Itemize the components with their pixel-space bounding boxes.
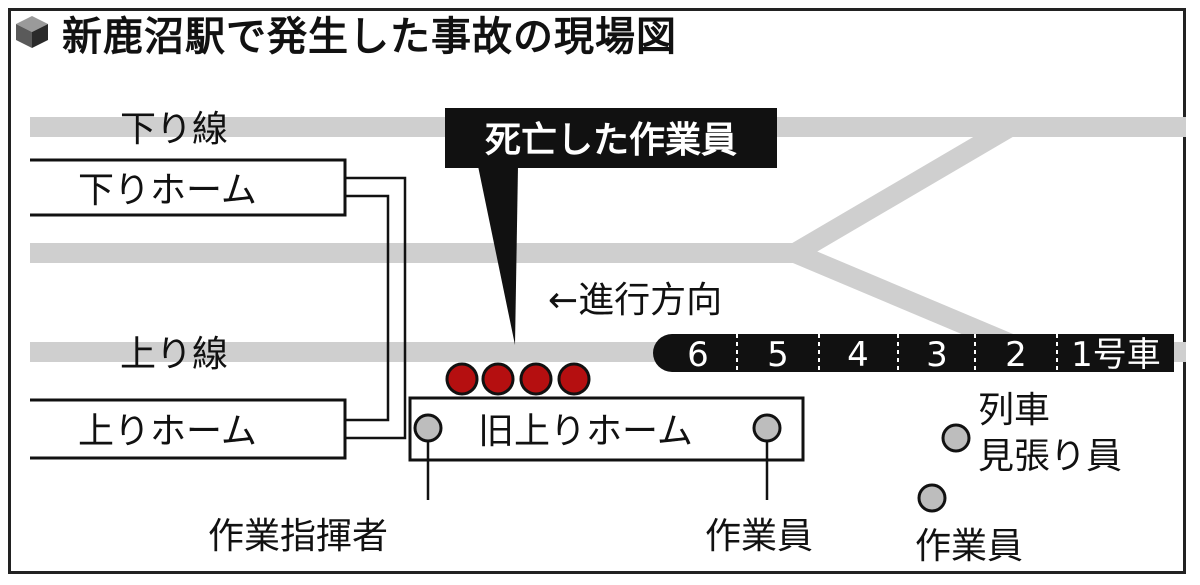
train-car-6: 6 <box>687 335 709 375</box>
lookout-label-line1: 列車 <box>978 390 1050 431</box>
up-platform <box>30 398 347 460</box>
callout-box <box>445 108 777 168</box>
up-line-label: 上り線 <box>120 334 228 375</box>
deceased-worker-marker <box>519 362 553 396</box>
deceased-worker-marker <box>557 362 591 396</box>
down-platform-label: 下りホーム <box>78 170 257 211</box>
supervisor-label: 作業指揮者 <box>208 516 388 557</box>
supervisor-marker <box>413 413 443 443</box>
leader-lines <box>426 441 769 500</box>
train-car-dividers <box>736 334 1058 372</box>
people-markers <box>413 413 971 513</box>
cube-icon <box>16 16 48 48</box>
worker-right-marker <box>917 483 947 513</box>
deceased-worker-marker <box>481 362 515 396</box>
worker-right-label: 作業員 <box>915 526 1023 567</box>
train-car-2: 2 <box>1005 335 1027 375</box>
down-line-label: 下り線 <box>120 109 228 150</box>
train-car-4: 4 <box>847 335 869 375</box>
train-car-3: 3 <box>926 335 948 375</box>
train-body <box>653 334 1174 372</box>
page-title: 新鹿沼駅で発生した事故の現場図 <box>62 14 677 60</box>
branch-track-upper <box>789 118 1016 262</box>
old-up-platform-label: 旧上りホーム <box>478 411 693 452</box>
deceased-worker-marker <box>445 362 479 396</box>
train-car-5: 5 <box>767 335 789 375</box>
callout-label: 死亡した作業員 <box>485 120 737 161</box>
lookout-label-line2: 見張り員 <box>978 436 1122 477</box>
travel-direction-label: ←進行方向 <box>548 280 722 321</box>
overpass-connector <box>345 176 407 440</box>
victims-callout: 死亡した作業員 <box>445 108 777 345</box>
worker-platform-label: 作業員 <box>705 516 813 557</box>
callout-pointer <box>478 166 518 345</box>
deceased-workers <box>445 362 591 396</box>
up-platform-label: 上りホーム <box>78 411 257 452</box>
train: 6 5 4 3 2 1号車 <box>653 334 1174 375</box>
diagram-frame <box>8 8 1186 574</box>
down-platform <box>30 158 347 217</box>
old-up-platform <box>408 396 805 462</box>
train-car-1: 1号車 <box>1071 335 1161 375</box>
worker-platform-marker <box>752 413 782 443</box>
lookout-marker <box>941 423 971 453</box>
